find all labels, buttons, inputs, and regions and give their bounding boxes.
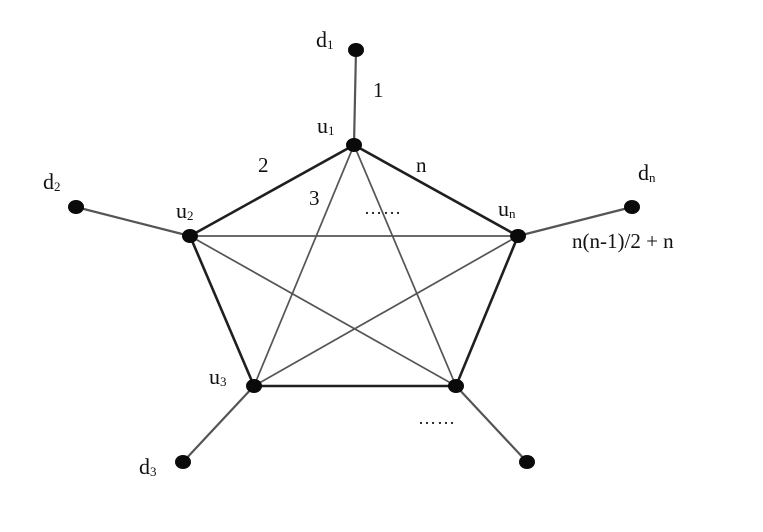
edge-un-u4 <box>454 235 520 387</box>
vertex-dn <box>624 200 640 214</box>
label-d2: d2 <box>43 169 61 194</box>
edge-label-u1-u2: 2 <box>258 153 269 177</box>
edge-label-u1-un: n <box>416 153 427 177</box>
vertex-d3 <box>175 455 191 469</box>
vertex-u4 <box>448 379 464 393</box>
edge-un-dn <box>517 205 633 238</box>
edge-label-un-dn: n(n-1)/2 + n <box>572 229 674 253</box>
label-d1: d1 <box>316 27 334 52</box>
edge-u1-d1 <box>352 49 358 146</box>
edge-u3-un <box>253 235 519 387</box>
edge-u2-d2 <box>75 205 191 238</box>
edge-u1-u4 <box>353 144 457 387</box>
label-dn: dn <box>638 160 656 185</box>
edge-u1-un <box>353 143 519 238</box>
vertex-u1 <box>346 138 362 152</box>
vertex-u2 <box>182 229 198 243</box>
label-u1: u1 <box>317 113 335 138</box>
vertex-u3 <box>246 379 262 393</box>
label-u3: u3 <box>209 364 227 389</box>
label-un: un <box>498 196 516 221</box>
edge-u1-u3 <box>253 144 355 387</box>
edge-u3-d3 <box>182 385 255 463</box>
vertex-d2 <box>68 200 84 214</box>
vertex-d1 <box>348 43 364 57</box>
vertex-un <box>510 229 526 243</box>
edge-u4-d4 <box>455 385 528 463</box>
edge-u2-u3 <box>188 235 256 387</box>
vertex-d4 <box>519 455 535 469</box>
label-u2: u2 <box>176 198 194 223</box>
label-d3: d3 <box>139 454 157 479</box>
ellipsis-top: …… <box>364 198 402 218</box>
edge-u1-u2 <box>189 143 355 238</box>
edge-label-u1-d1: 1 <box>373 78 384 102</box>
edge-u2-u4 <box>189 235 457 387</box>
ellipsis-bottom: …… <box>418 408 456 428</box>
edge-label-u1-u3: 3 <box>309 186 320 210</box>
